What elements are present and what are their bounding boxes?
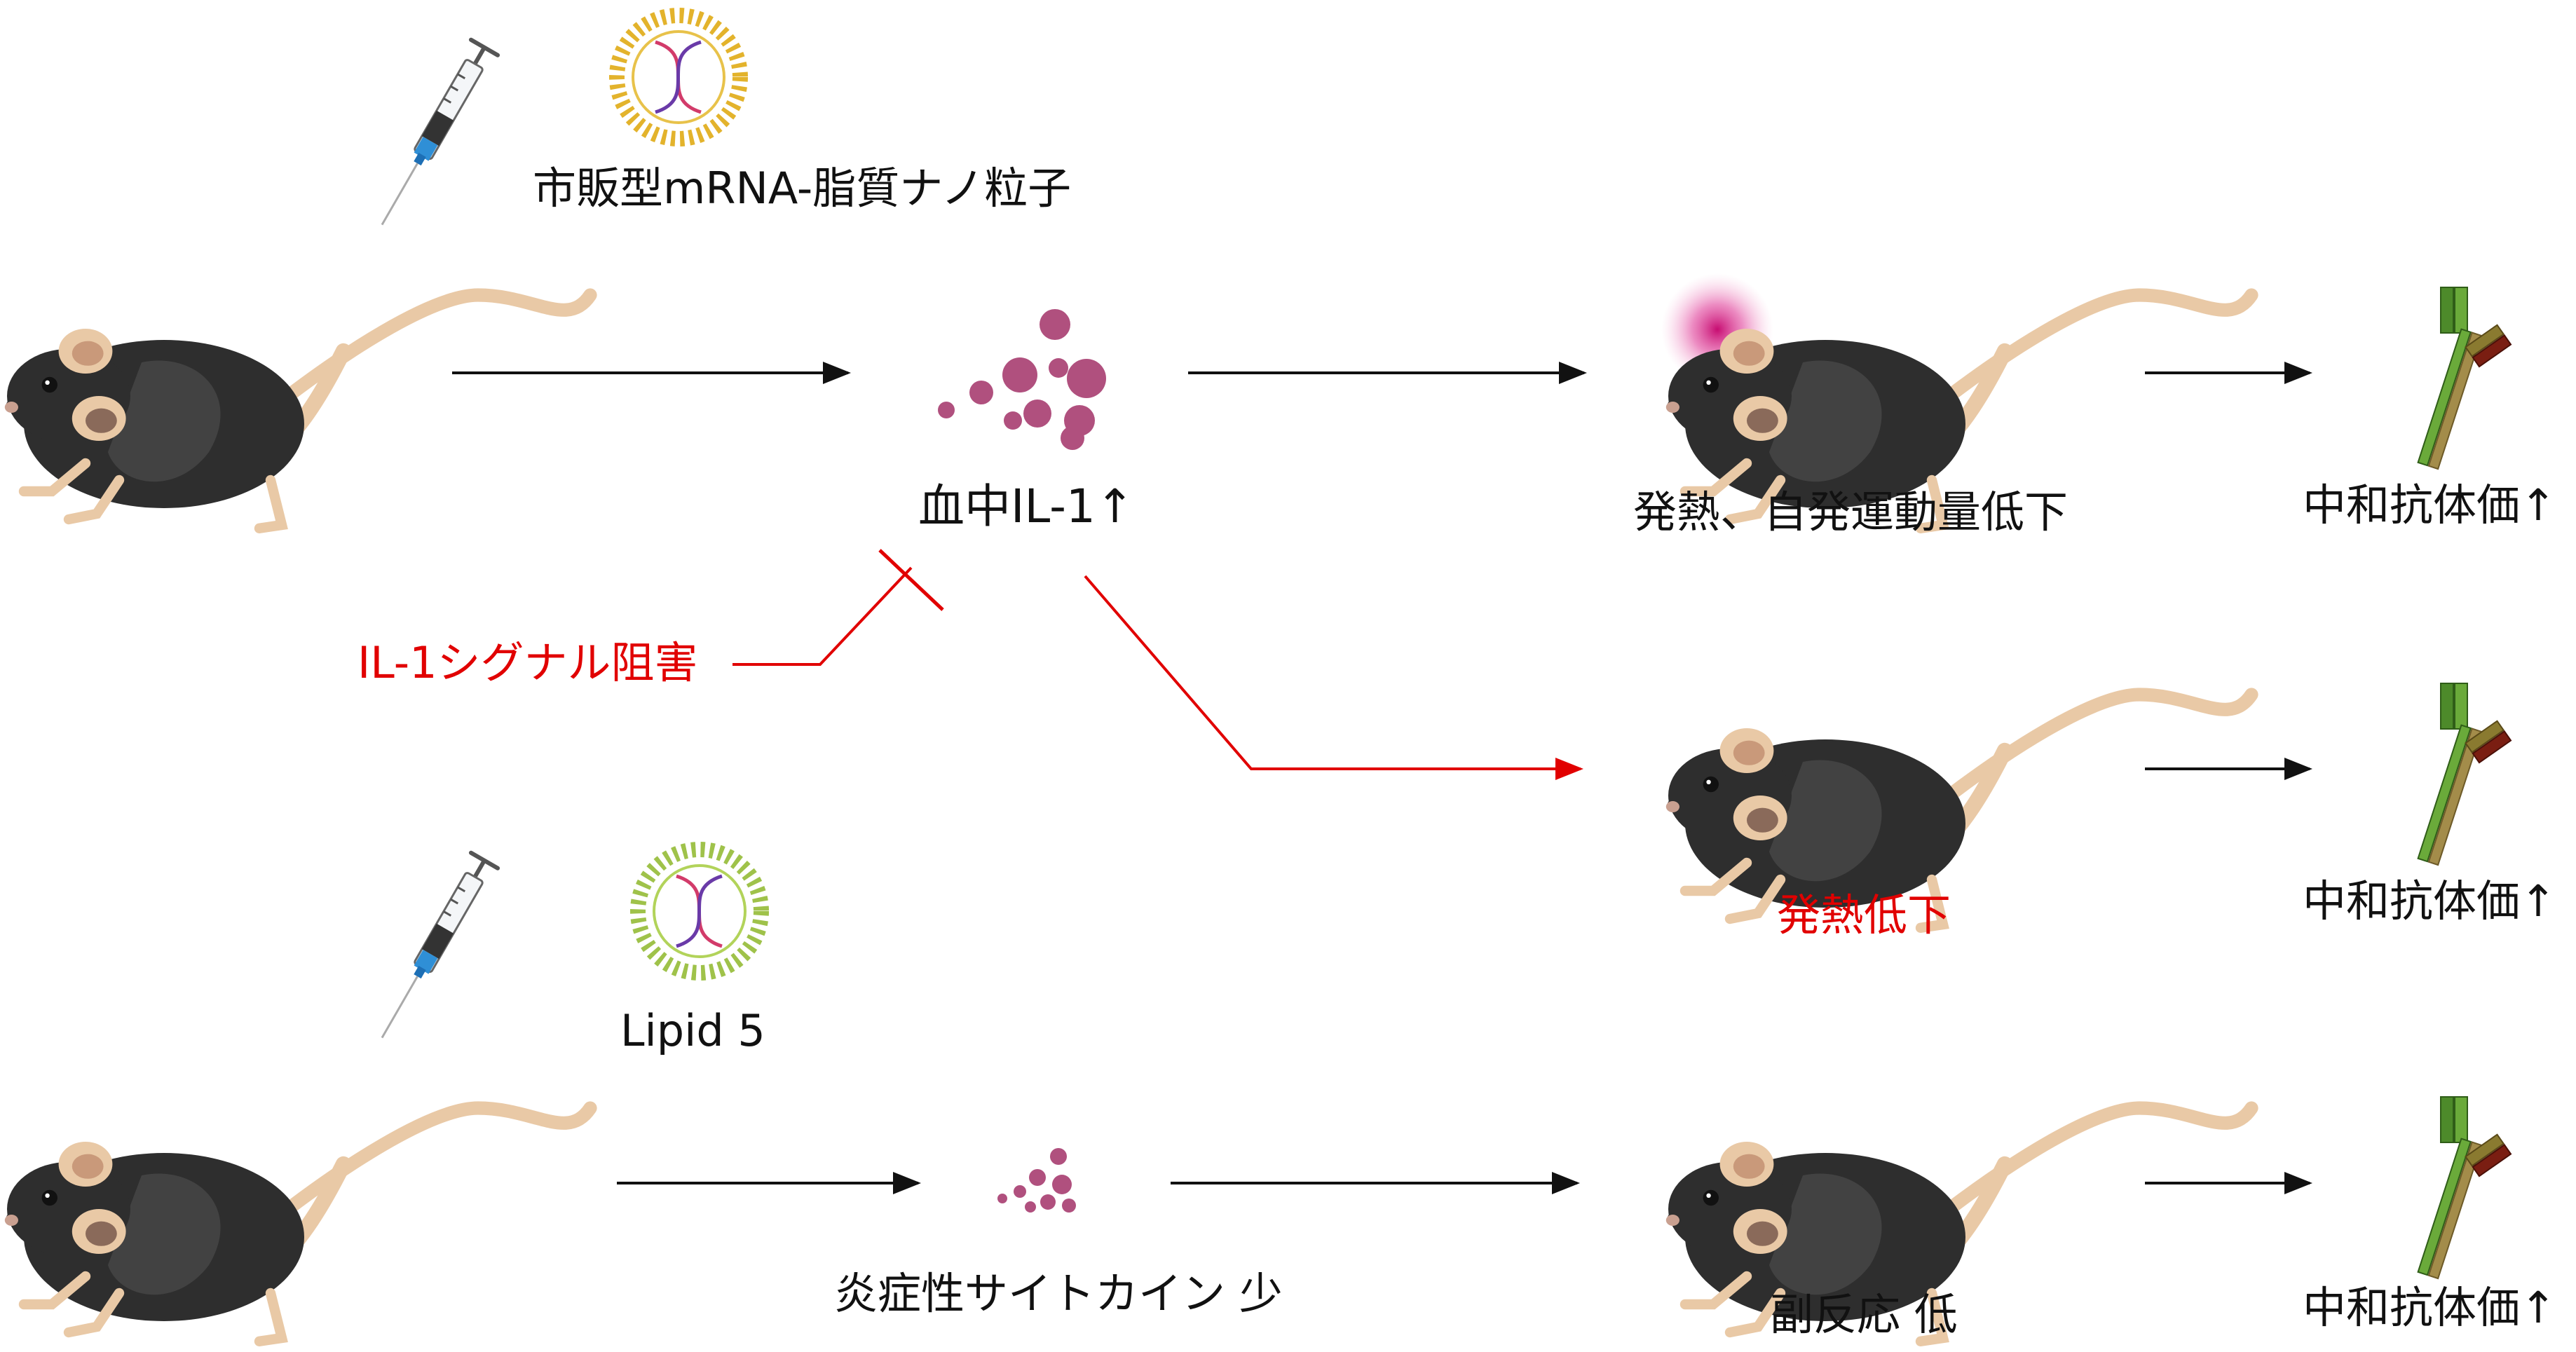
inhibition-bar xyxy=(878,549,944,611)
label-neutralizing-2: 中和抗体価↑ xyxy=(2303,875,2556,927)
lipid-nanoparticle-icon xyxy=(630,842,769,981)
mouse-icon xyxy=(5,295,590,528)
syringe-icon xyxy=(369,853,498,1046)
label-fever-activity: 発熱、自発運動量低下 xyxy=(1633,486,2069,538)
syringe-icon xyxy=(369,40,498,233)
mouse-icon xyxy=(5,1108,590,1341)
cytokine-icon xyxy=(938,309,1106,450)
lipid-nanoparticle-icon xyxy=(609,8,748,146)
antibody-icon xyxy=(2417,683,2512,866)
mouse-icon xyxy=(1666,695,2251,928)
label-il1-inhibition: IL-1シグナル阻害 xyxy=(357,637,698,688)
antibody-icon xyxy=(2417,1096,2512,1280)
label-blood-il1: 血中IL-1↑ xyxy=(918,479,1135,533)
label-lipid5: Lipid 5 xyxy=(620,1005,765,1056)
label-neutralizing-3: 中和抗体価↑ xyxy=(2303,1282,2556,1333)
label-low-cytokine: 炎症性サイトカイン 少 xyxy=(834,1268,1283,1319)
label-low-side-effect: 副反応 低 xyxy=(1770,1289,1958,1340)
antibody-icon xyxy=(2417,287,2512,470)
mouse-icon xyxy=(1666,1108,2251,1341)
cytokine-icon xyxy=(997,1148,1076,1213)
label-commercial-lnp: 市販型mRNA-脂質ナノ粒子 xyxy=(533,163,1072,214)
inhibition-line xyxy=(732,566,913,666)
label-fever-reduced: 発熱低下 xyxy=(1777,889,1951,941)
label-neutralizing-1: 中和抗体価↑ xyxy=(2303,479,2556,531)
red-arrow xyxy=(1084,575,1583,780)
